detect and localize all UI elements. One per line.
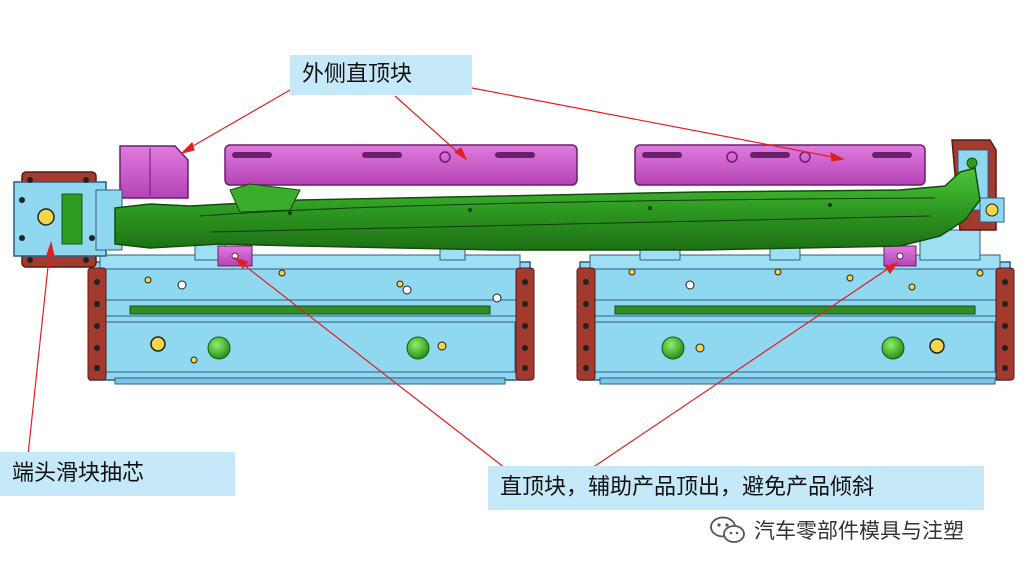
callout-outer-lifter-label: 外侧直顶块 (302, 62, 413, 87)
molded-part (114, 167, 981, 251)
end-slider (13, 171, 123, 268)
right-base-block (576, 254, 1015, 385)
left-base-block (87, 254, 535, 385)
leader-arrows (27, 87, 899, 469)
callout-outer-lifter: 外侧直顶块 (290, 55, 472, 95)
callout-lifter-note-label: 直顶块，辅助产品顶出，避免产品倾斜 (500, 475, 875, 500)
callout-end-slider-label: 端头滑块抽芯 (12, 461, 145, 486)
wechat-icon (710, 516, 745, 543)
watermark: 汽车零部件模具与注塑 (708, 513, 964, 547)
outer-lifter-blocks (119, 144, 926, 199)
callout-end-slider: 端头滑块抽芯 (0, 452, 235, 496)
watermark-text: 汽车零部件模具与注塑 (754, 519, 964, 543)
callout-lifter-note: 直顶块，辅助产品顶出，避免产品倾斜 (488, 466, 984, 510)
